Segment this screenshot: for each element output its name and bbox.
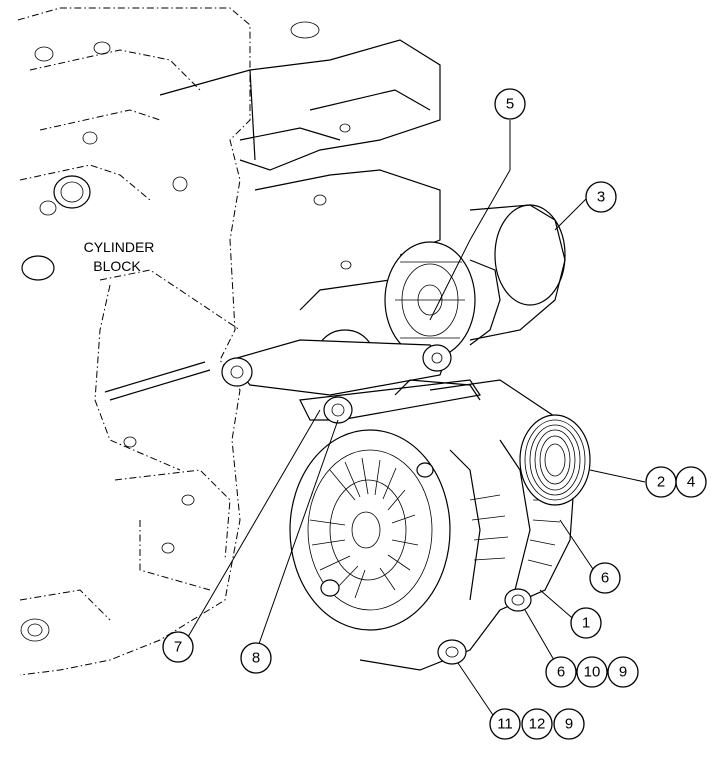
callout-7: 7	[162, 631, 194, 663]
callout-1-text: 1	[582, 615, 590, 632]
belt-tensioner	[384, 204, 566, 359]
callout-3-text: 3	[597, 189, 605, 206]
callout-3: 3	[585, 181, 617, 213]
alternator-fan-slots	[309, 457, 419, 599]
callout-9-lower: 9	[553, 708, 585, 740]
block-label-line2: BLOCK	[93, 258, 141, 274]
cylinder-block	[17, 7, 251, 676]
callout-5-text: 5	[506, 96, 514, 113]
callout-9-upper-text: 9	[619, 664, 627, 681]
callout-4-text: 4	[687, 474, 695, 491]
callout-7-text: 7	[174, 639, 182, 656]
alternator	[289, 379, 576, 671]
cylinder-block-label: CYLINDER BLOCK	[84, 239, 155, 274]
callout-9-upper: 9	[607, 656, 639, 688]
callout-1: 1	[570, 607, 602, 639]
callout-6-upper-text: 6	[601, 570, 609, 587]
alternator-pulley	[519, 414, 591, 506]
callout-8-text: 8	[252, 650, 260, 667]
callout-6-upper: 6	[589, 562, 621, 594]
callout-10-text: 10	[584, 664, 601, 681]
callout-10: 10	[576, 656, 608, 688]
leader-lines	[180, 120, 646, 722]
callout-5: 5	[494, 88, 526, 120]
callout-6-lower: 6	[545, 656, 577, 688]
block-label-line1: CYLINDER	[84, 239, 155, 255]
callout-2-text: 2	[657, 474, 665, 491]
callout-2: 2	[645, 466, 677, 498]
block-holes	[20, 41, 195, 642]
callout-11: 11	[489, 708, 521, 740]
callout-6-lower-text: 6	[557, 664, 565, 681]
callout-8: 8	[240, 642, 272, 674]
adjusting-link	[104, 339, 482, 424]
callout-12-text: 12	[529, 716, 546, 733]
callout-4: 4	[675, 466, 707, 498]
callout-9-lower-text: 9	[565, 716, 573, 733]
callout-12: 12	[521, 708, 553, 740]
callout-11-text: 11	[497, 716, 513, 733]
